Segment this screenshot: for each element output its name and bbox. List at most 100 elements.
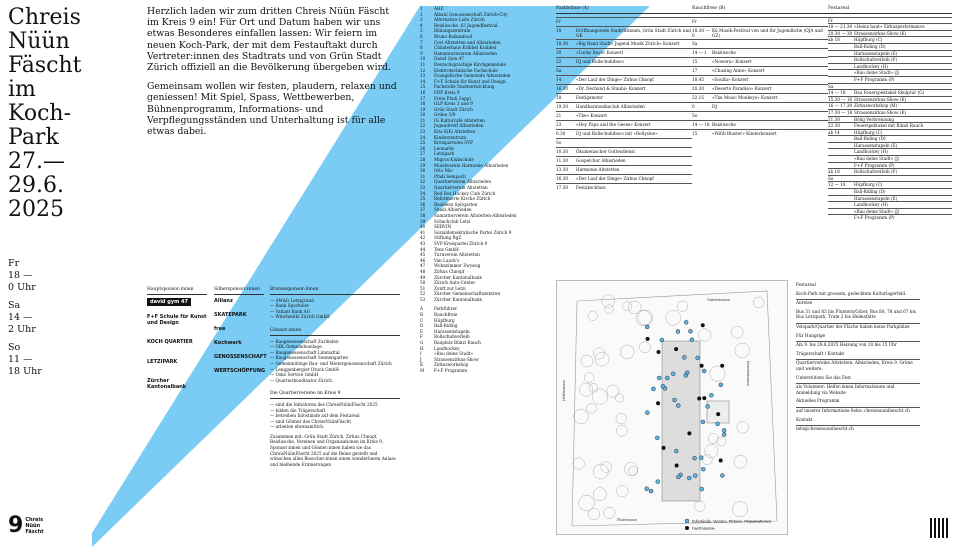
stand-marker-icon[interactable] — [674, 347, 679, 352]
stand-marker-icon[interactable] — [721, 432, 727, 437]
stand-marker-icon[interactable] — [689, 337, 695, 342]
area-name: Landhockey — [434, 345, 460, 351]
stand-marker-icon[interactable] — [674, 463, 679, 468]
stand-marker-icon[interactable] — [718, 458, 723, 463]
schedule-event: Landhockey (H) — [854, 202, 888, 208]
stand-number: 43 — [420, 240, 426, 246]
stand-marker-icon[interactable] — [661, 445, 666, 450]
stand-marker-icon[interactable] — [657, 375, 662, 381]
stand-marker-icon[interactable] — [675, 329, 681, 334]
stand-marker-icon[interactable] — [692, 455, 697, 461]
stand-marker-icon[interactable] — [648, 488, 654, 494]
stand-marker-icon[interactable] — [721, 428, 727, 433]
stand-marker-icon[interactable] — [645, 336, 650, 341]
intro-paragraph-1: Herzlich laden wir zum dritten Chreis Nü… — [147, 6, 391, 74]
stand-marker-icon[interactable] — [700, 323, 705, 328]
schedule-time — [828, 202, 854, 208]
stand-marker-icon[interactable] — [656, 401, 661, 406]
schedule-row: So — [828, 174, 952, 182]
stand-marker-icon[interactable] — [676, 474, 681, 480]
stand-marker-icon[interactable] — [659, 337, 665, 343]
stand-marker-icon[interactable] — [660, 383, 666, 389]
stand-marker-icon[interactable] — [705, 404, 710, 409]
stand-number: 46 — [420, 257, 426, 263]
stand-marker-icon[interactable] — [683, 320, 689, 325]
legend-item: als Volunteer: Helfer:innen Informatione… — [796, 383, 920, 395]
park-map-drawing: Flurstrasse Hohlstrasse Bernerstrasse Gü… — [557, 281, 787, 534]
stand-marker-icon[interactable] — [674, 448, 679, 454]
stand-name: Leonardo — [434, 145, 455, 151]
schedule-time: 18.45 — [692, 76, 704, 82]
area-name: «Bau deine Stadt» — [434, 351, 474, 357]
silver-sponsor-logo: WERTSCHÖPFUNG — [214, 367, 266, 374]
legend-item: info@chreisnuunfaescht.ch — [796, 425, 920, 432]
schedule-time: Sa — [692, 40, 698, 46]
tree-icon — [704, 444, 719, 458]
stand-number: 6 — [420, 33, 423, 39]
schedule-time — [828, 136, 854, 142]
stand-name: Pfadi Sempach — [434, 173, 466, 179]
goenner-item: — Gemeinnützige Bau- und Mietergenossens… — [270, 360, 392, 366]
stand-marker-icon[interactable] — [687, 475, 692, 481]
stand-name: Grüne 3/9 — [434, 112, 456, 118]
stand-marker-icon[interactable] — [720, 473, 725, 478]
schedule-event: Kü Musik-Festival von und für Jugendlich… — [712, 27, 823, 39]
stand-number: 33 — [420, 185, 426, 190]
stand-marker-icon[interactable] — [701, 466, 706, 472]
area-letter: F — [420, 334, 423, 340]
stand-marker-icon[interactable] — [699, 486, 704, 492]
stand-marker-icon[interactable] — [676, 403, 681, 408]
stand-marker-icon[interactable] — [699, 363, 704, 368]
stand-marker-icon[interactable] — [720, 363, 725, 368]
stand-marker-icon[interactable] — [701, 368, 707, 374]
stand-marker-icon[interactable] — [718, 382, 724, 388]
stand-marker-icon[interactable] — [687, 431, 692, 436]
tree-icon — [603, 506, 616, 519]
stand-marker-icon[interactable] — [700, 419, 706, 425]
area-name: Ball-Riding — [434, 323, 458, 329]
schedule-time: So — [828, 175, 834, 181]
schedule-event: Ball-Riding (D) — [854, 43, 886, 49]
stand-marker-icon[interactable] — [665, 375, 670, 381]
stand-marker-icon[interactable] — [670, 371, 676, 377]
stand-marker-icon[interactable] — [651, 386, 656, 392]
area-row: I«Bau deine Stadt» — [420, 351, 538, 357]
stand-marker-icon[interactable] — [644, 486, 649, 491]
tree-icon — [694, 500, 706, 512]
goenner-item: — Baugenossenschaft Sonnengarten — [270, 355, 348, 361]
schedule-time: Fr — [556, 18, 561, 24]
stand-marker-icon[interactable] — [709, 392, 714, 398]
stand-marker-icon[interactable] — [715, 421, 720, 427]
schedule-row: Ball-Riding (D) — [828, 42, 952, 50]
stand-marker-icon[interactable] — [702, 396, 707, 401]
stand-marker-icon[interactable] — [655, 479, 660, 484]
stand-marker-icon[interactable] — [697, 396, 702, 401]
stand-name: Zirkus Chnopf — [434, 268, 465, 274]
stand-marker-icon[interactable] — [683, 373, 689, 378]
stand-marker-icon[interactable] — [644, 324, 650, 330]
stand-marker-icon[interactable] — [716, 412, 721, 417]
stand-marker-icon[interactable] — [645, 410, 650, 415]
stand-marker-icon[interactable] — [672, 397, 677, 403]
title-line: Park — [8, 125, 59, 150]
stand-marker-icon[interactable] — [695, 355, 700, 361]
stand-marker-icon[interactable] — [698, 455, 704, 460]
qr-code-icon[interactable] — [930, 518, 950, 538]
stand-marker-icon[interactable] — [655, 435, 660, 441]
stand-marker-icon[interactable] — [688, 329, 693, 334]
stand-number: 30 — [420, 168, 426, 174]
stand-marker-icon[interactable] — [682, 355, 687, 360]
legend-item: Am 9. bis 28.8.2025 Heizung von 10 bis 1… — [796, 341, 920, 348]
stand-marker-icon[interactable] — [692, 473, 698, 478]
schedule-time: 20.30 — [692, 85, 704, 91]
stand-marker-icon[interactable] — [656, 350, 661, 355]
